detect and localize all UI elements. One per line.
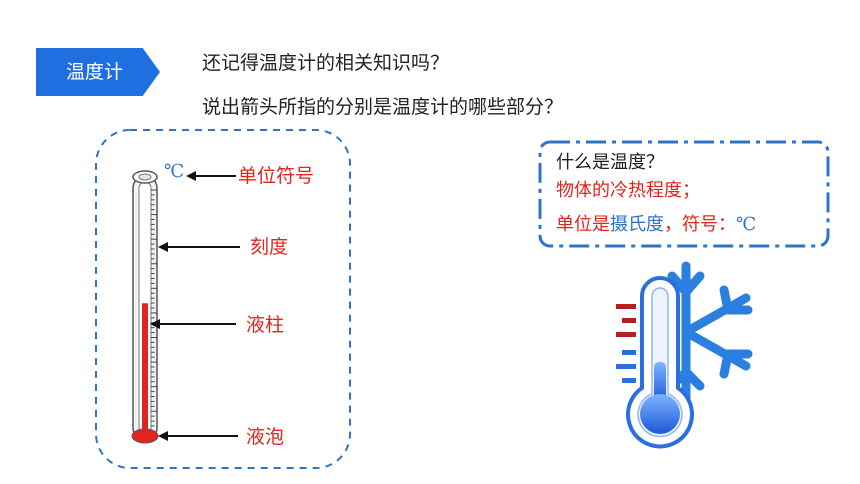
- section-badge: 温度计: [36, 48, 160, 96]
- info-unit-symbol: ℃: [736, 214, 757, 235]
- arrow-scale: [158, 242, 240, 252]
- info-unit-mid: ，符号：: [664, 214, 736, 235]
- arrow-unit: [186, 171, 236, 181]
- arrow-bulb: [158, 431, 238, 441]
- arrow-column: [150, 319, 236, 329]
- question-line-2: 说出箭头所指的分别是温度计的哪些部分？: [202, 96, 564, 118]
- thermometer-snowflake-icon: [616, 261, 753, 449]
- thermometer-scale-ticks: [151, 189, 157, 427]
- label-liquid-bulb: 液泡: [246, 426, 285, 448]
- liquid-bulb: [131, 428, 159, 444]
- diagram-frame: [95, 129, 351, 469]
- label-unit-symbol: 单位符号: [238, 165, 315, 187]
- label-scale: 刻度: [250, 236, 289, 258]
- info-unit-line: 单位是摄氏度，符号：℃: [556, 210, 756, 236]
- question-line-1: 还记得温度计的相关知识吗？: [202, 52, 450, 74]
- info-question: 什么是温度？: [556, 152, 664, 173]
- info-unit-prefix: 单位是: [556, 214, 610, 235]
- info-unit-name: 摄氏度: [610, 214, 664, 235]
- label-liquid-column: 液柱: [246, 314, 285, 336]
- unit-symbol-on-thermometer: ℃: [164, 161, 185, 182]
- info-box-frame: [538, 140, 830, 248]
- info-definition: 物体的冷热程度；: [556, 180, 700, 201]
- temperature-marks: [616, 304, 636, 383]
- liquid-column: [142, 303, 148, 436]
- snowflake-icon: [667, 261, 753, 403]
